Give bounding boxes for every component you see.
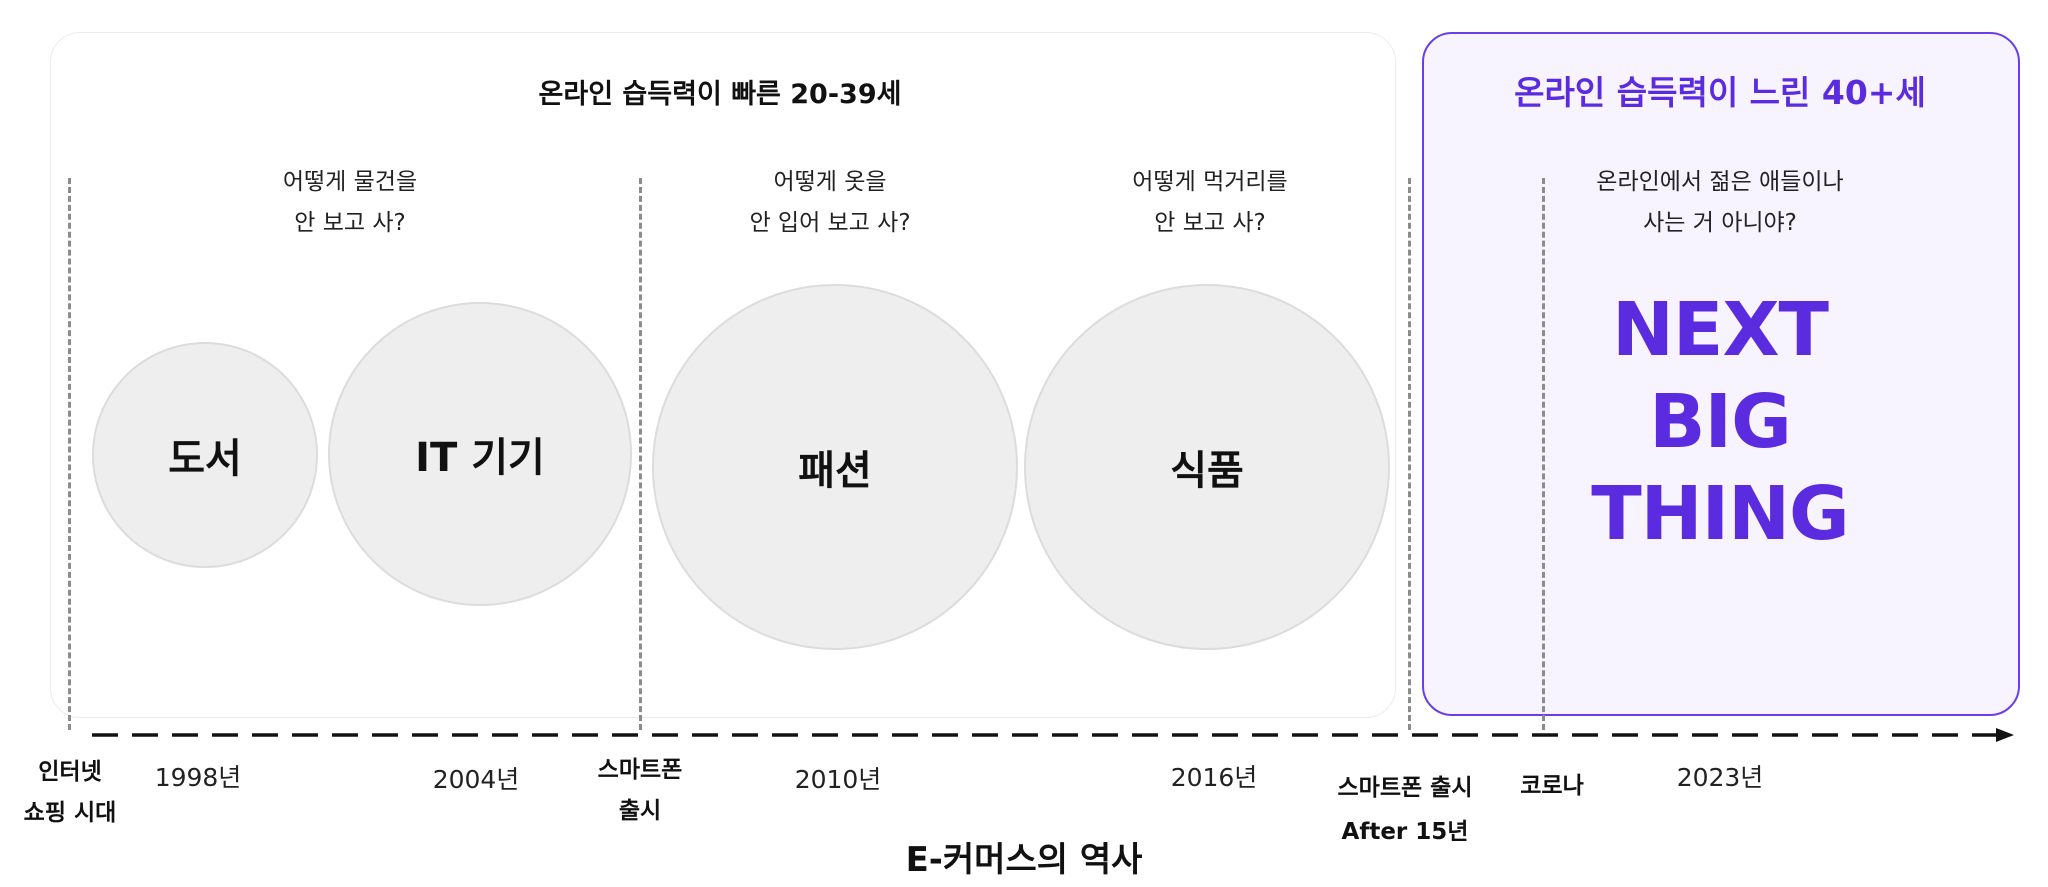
question-goods-line1: 어떻게 물건을 xyxy=(282,169,418,195)
year-2004: 2004년 xyxy=(432,765,520,794)
bubble-food: 식품 xyxy=(1024,284,1390,650)
question-clothes-line2: 안 입어 보고 사? xyxy=(749,210,911,236)
bubble-food-label: 식품 xyxy=(1170,448,1244,494)
question-goods-line2: 안 보고 사? xyxy=(294,210,406,236)
question-older: 온라인에서 젊은 애들이나 사는 거 아니야? xyxy=(1560,162,1880,244)
question-older-line2: 사는 거 아니야? xyxy=(1643,210,1797,236)
question-clothes-line1: 어떻게 옷을 xyxy=(773,169,887,195)
timeline-after15: 스마트폰 출시 After 15년 xyxy=(1320,766,1490,854)
timeline-corona: 코로나 xyxy=(1520,773,1584,799)
next-big-thing-line1: NEXT xyxy=(1611,287,1829,373)
year-2010: 2010년 xyxy=(794,765,882,794)
timeline-smartphone-line1: 스마트폰 xyxy=(597,757,683,783)
bubble-books-label: 도서 xyxy=(168,436,242,482)
year-2016: 2016년 xyxy=(1170,763,1258,792)
year-2023: 2023년 xyxy=(1676,763,1764,792)
timeline-after15-line1: 스마트폰 출시 xyxy=(1337,775,1473,801)
bubble-fashion: 패션 xyxy=(652,284,1018,650)
bubble-fashion-label: 패션 xyxy=(798,448,872,494)
timeline-smartphone-line2: 출시 xyxy=(618,798,662,824)
bubble-it-label: IT 기기 xyxy=(415,435,545,481)
bubble-books: 도서 xyxy=(92,342,318,568)
footer-title: E-커머스의 역사 xyxy=(905,840,1143,880)
divider-corona xyxy=(1542,178,1545,730)
question-food-line2: 안 보고 사? xyxy=(1154,210,1266,236)
year-1998: 1998년 xyxy=(154,763,242,792)
question-food: 어떻게 먹거리를 안 보고 사? xyxy=(1060,162,1360,244)
divider-smartphone xyxy=(639,178,642,730)
next-big-thing-line2: BIG xyxy=(1649,379,1792,465)
question-food-line1: 어떻게 먹거리를 xyxy=(1132,169,1288,195)
older-group-panel xyxy=(1422,32,2020,716)
young-group-title: 온라인 습득력이 빠른 20-39세 xyxy=(538,79,902,110)
timeline-smartphone: 스마트폰 출시 xyxy=(580,750,700,832)
older-group-title: 온라인 습득력이 느린 40+세 xyxy=(1514,73,1926,112)
timeline-internet-line1: 인터넷 xyxy=(38,759,102,785)
next-big-thing: NEXT BIG THING xyxy=(1520,284,1920,560)
timeline-internet-line2: 쇼핑 시대 xyxy=(23,800,117,826)
question-older-line1: 온라인에서 젊은 애들이나 xyxy=(1596,169,1844,195)
question-clothes: 어떻게 옷을 안 입어 보고 사? xyxy=(680,162,980,244)
timeline-after15-line2: After 15년 xyxy=(1341,819,1469,845)
timeline-internet: 인터넷 쇼핑 시대 xyxy=(10,752,130,834)
timeline-arrow xyxy=(92,728,2014,742)
bubble-it: IT 기기 xyxy=(328,302,632,606)
divider-internet xyxy=(68,178,71,730)
divider-after15 xyxy=(1408,178,1411,730)
next-big-thing-line3: THING xyxy=(1591,471,1850,557)
question-goods: 어떻게 물건을 안 보고 사? xyxy=(200,162,500,244)
